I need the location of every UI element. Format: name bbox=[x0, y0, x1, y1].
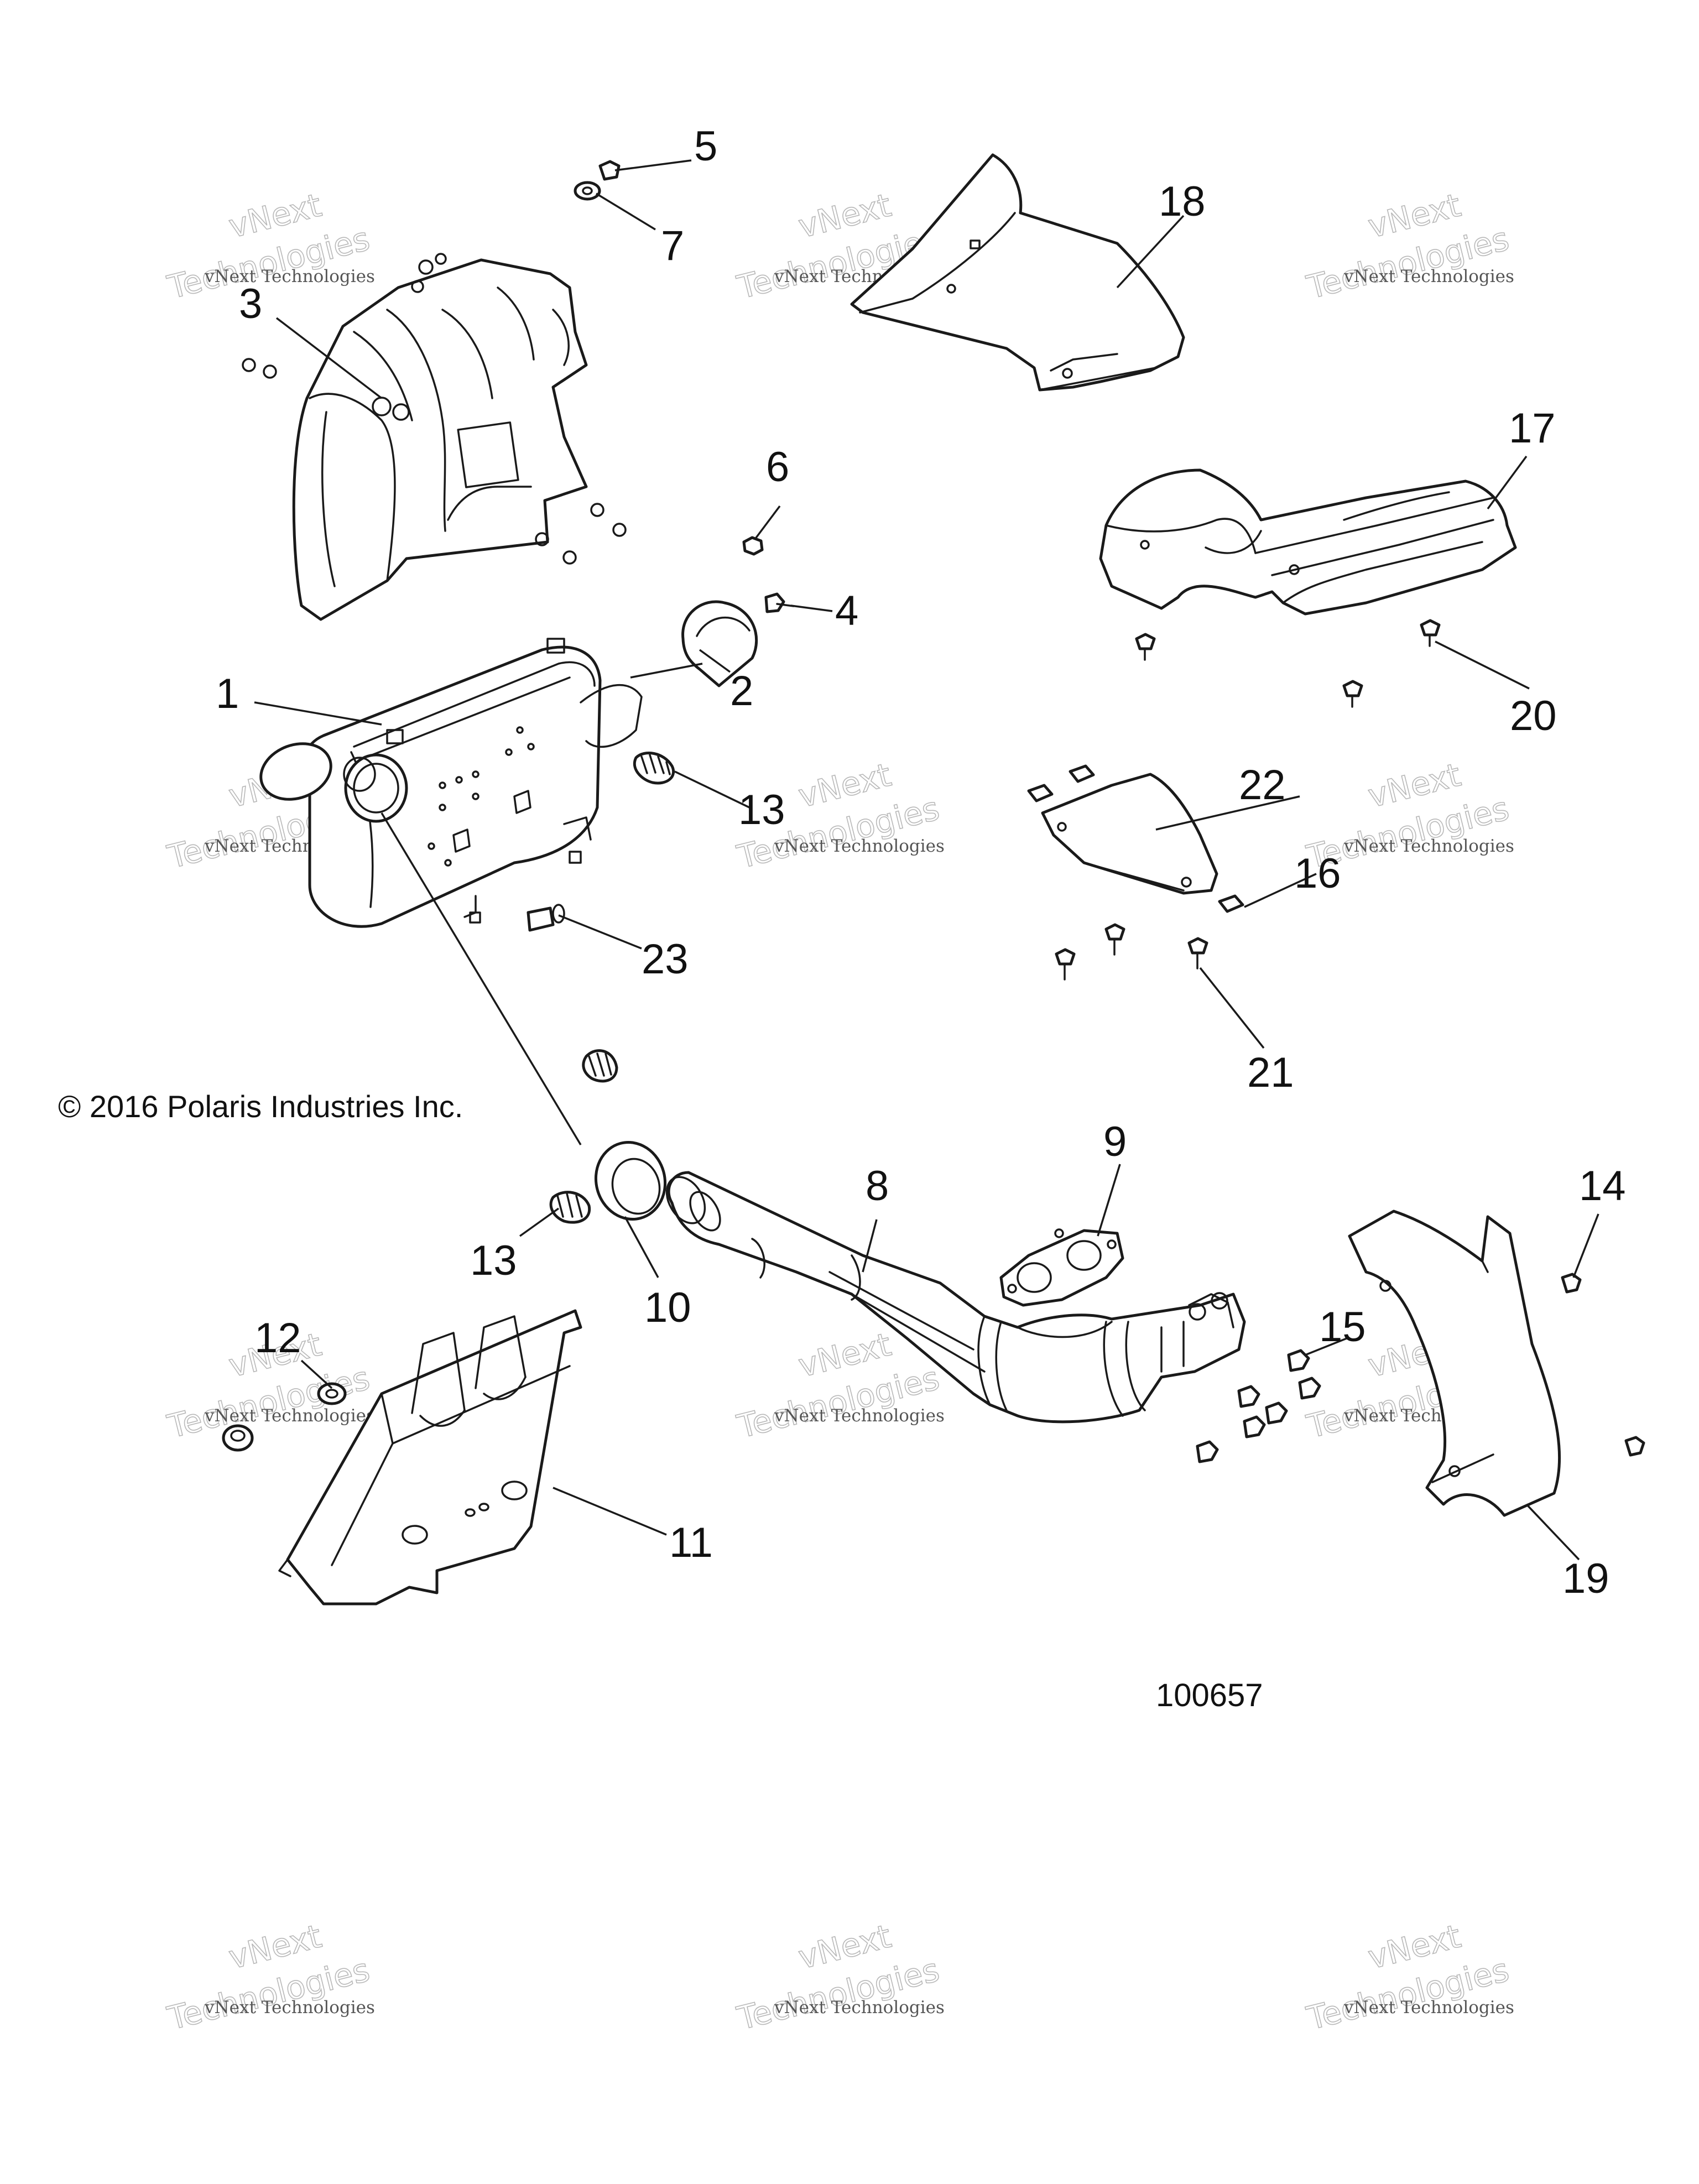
callout-4: 4 bbox=[835, 587, 858, 634]
leader-8 bbox=[862, 1219, 878, 1273]
part-1-muffler bbox=[259, 638, 643, 928]
leader-2-muffler bbox=[630, 663, 703, 679]
callout-2: 2 bbox=[730, 668, 753, 715]
watermark-text: vNext Technologies bbox=[774, 836, 945, 856]
muffler-mounting-holes bbox=[428, 726, 535, 867]
leader-2 bbox=[699, 649, 731, 673]
callout-11: 11 bbox=[669, 1519, 713, 1566]
watermark-text: vNext Technologies bbox=[1343, 267, 1514, 286]
leader-5 bbox=[614, 159, 692, 171]
part-13-spring-lower bbox=[549, 1191, 591, 1224]
leader-15 bbox=[1305, 1337, 1347, 1356]
part-13-spring-upper bbox=[633, 752, 675, 785]
callout-18: 18 bbox=[1159, 178, 1206, 225]
watermark: vNext Technologies vNext Technologies bbox=[733, 1917, 945, 2038]
part-22-small-shield bbox=[1041, 773, 1218, 895]
part-19-fastener bbox=[1624, 1436, 1645, 1457]
callout-20: 20 bbox=[1510, 692, 1557, 739]
callout-16: 16 bbox=[1294, 850, 1341, 897]
leader-18 bbox=[1116, 215, 1185, 289]
callout-15: 15 bbox=[1319, 1304, 1366, 1351]
callout-19: 19 bbox=[1562, 1555, 1609, 1602]
part-8-headpipe bbox=[665, 1171, 1246, 1424]
callout-7: 7 bbox=[661, 222, 684, 269]
part-4-bolt bbox=[764, 592, 795, 613]
part-15-bolts bbox=[1196, 1349, 1321, 1463]
leader-14 bbox=[1572, 1213, 1599, 1278]
watermark-text: vNext Technologies bbox=[1343, 836, 1514, 856]
watermark-text: vNext Technologies bbox=[204, 1998, 375, 2018]
part-9-exhaust-gasket bbox=[999, 1228, 1124, 1307]
watermark: vNext Technologies vNext Technologies bbox=[163, 1917, 375, 2038]
callout-13-lower: 13 bbox=[470, 1237, 517, 1284]
leader-1-seal bbox=[381, 812, 582, 1145]
leader-23 bbox=[558, 914, 642, 950]
part-3-muffler-heat-shield bbox=[292, 258, 588, 621]
leader-6 bbox=[754, 505, 781, 540]
part-23-grommet bbox=[527, 904, 565, 932]
callout-23: 23 bbox=[642, 936, 689, 983]
part-17-heat-shield bbox=[1099, 468, 1517, 616]
watermark-text: vNext Technologies bbox=[774, 1406, 945, 1426]
part-11-lower-heat-shield bbox=[278, 1309, 582, 1606]
part-10-exhaust-seal bbox=[594, 1141, 667, 1221]
leader-9 bbox=[1097, 1164, 1121, 1237]
part-13-spring-middle bbox=[582, 1049, 618, 1083]
leader-1 bbox=[254, 701, 382, 726]
part-21-screws bbox=[1055, 923, 1208, 981]
callout-12: 12 bbox=[254, 1315, 301, 1362]
leader-19 bbox=[1525, 1503, 1580, 1561]
leader-lines bbox=[254, 159, 1599, 1561]
part-12-grommets bbox=[222, 1382, 347, 1452]
callout-6: 6 bbox=[766, 444, 789, 491]
leader-17 bbox=[1487, 455, 1528, 510]
callout-5: 5 bbox=[694, 123, 717, 170]
part-16-clips bbox=[1027, 764, 1244, 913]
part-6-nut bbox=[742, 536, 764, 556]
watermark-text: vNext Technologies bbox=[1343, 1998, 1514, 2018]
leader-10 bbox=[624, 1216, 659, 1278]
leader-16 bbox=[1244, 873, 1317, 908]
leader-22 bbox=[1155, 795, 1300, 831]
part-20-rivets bbox=[1135, 619, 1441, 708]
callout-17: 17 bbox=[1509, 405, 1556, 452]
callout-21: 21 bbox=[1247, 1049, 1294, 1096]
leader-7 bbox=[596, 192, 656, 231]
watermark: vNext Technologies vNext Technologies bbox=[1302, 186, 1514, 307]
callout-3: 3 bbox=[239, 280, 262, 327]
watermark-text: vNext Technologies bbox=[204, 267, 375, 286]
part-7-washer bbox=[574, 181, 601, 201]
part-5-screw bbox=[598, 160, 621, 181]
leader-11 bbox=[553, 1487, 667, 1536]
leader-13-lower bbox=[519, 1207, 560, 1237]
watermark: vNext Technologies vNext Technologies bbox=[1302, 1917, 1514, 2038]
callout-22: 22 bbox=[1239, 762, 1286, 809]
leader-20 bbox=[1435, 640, 1530, 690]
leader-13-upper bbox=[674, 770, 750, 809]
drawing-number: 100657 bbox=[1156, 1677, 1263, 1713]
callout-14: 14 bbox=[1579, 1163, 1626, 1210]
leader-21 bbox=[1199, 967, 1265, 1049]
copyright-notice: © 2016 Polaris Industries Inc. bbox=[58, 1089, 463, 1124]
callout-1: 1 bbox=[216, 670, 239, 717]
part-3-fasteners bbox=[242, 253, 627, 565]
callout-9: 9 bbox=[1103, 1118, 1127, 1165]
leader-3 bbox=[275, 317, 383, 399]
part-19-heat-shield bbox=[1348, 1210, 1561, 1517]
callout-13-upper: 13 bbox=[738, 786, 785, 833]
watermark-text: vNext Technologies bbox=[774, 1998, 945, 2018]
watermark: vNext Technologies vNext Technologies bbox=[163, 186, 375, 307]
callout-10: 10 bbox=[644, 1284, 691, 1331]
callout-labels: 5 7 3 18 17 6 4 2 1 20 13 22 16 23 21 © … bbox=[58, 123, 1626, 1713]
part-18-heat-shield bbox=[850, 153, 1185, 392]
watermark-text: vNext Technologies bbox=[204, 1406, 375, 1426]
leader-12 bbox=[300, 1359, 333, 1389]
callout-8: 8 bbox=[866, 1163, 889, 1210]
part-14-nut bbox=[1561, 1273, 1582, 1294]
leader-4 bbox=[790, 604, 833, 612]
